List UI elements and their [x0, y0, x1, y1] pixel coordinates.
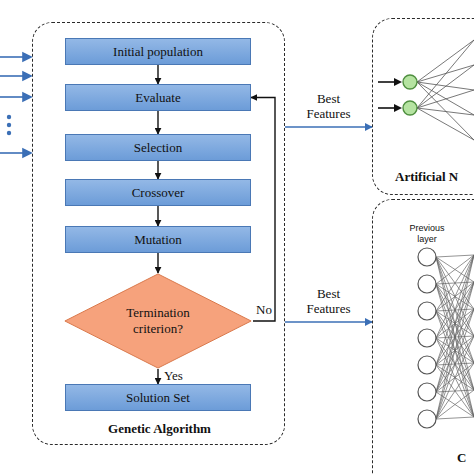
edge-label: No	[255, 303, 273, 318]
diamond-outline	[65, 274, 251, 368]
cnn-illustration	[418, 248, 474, 428]
connector-arrow	[157, 253, 158, 273]
process-box: Crossover	[65, 179, 251, 206]
connector-arrow	[157, 206, 158, 226]
network-link	[436, 390, 474, 419]
process-box: Mutation	[65, 226, 251, 253]
edge-label: Yes	[163, 369, 184, 384]
network-link	[417, 82, 474, 140]
network-link	[417, 65, 474, 108]
network-link	[436, 363, 474, 419]
process-box: Selection	[65, 134, 251, 161]
connector-arrow	[157, 161, 158, 179]
layer-caption: Previous layer	[405, 223, 449, 244]
network-link	[436, 282, 474, 419]
edge-label: Best Features	[297, 92, 361, 122]
connector-arrow	[157, 369, 158, 384]
network-link	[417, 40, 474, 108]
layer-neuron	[418, 410, 436, 428]
connector-arrow	[285, 126, 372, 128]
network-link	[417, 90, 474, 108]
input-arrows	[0, 53, 31, 157]
layer-neuron	[418, 356, 436, 374]
network-link	[436, 255, 474, 257]
connector-arrow	[285, 321, 372, 323]
box-label: Evaluate	[135, 90, 180, 106]
layer-neuron	[418, 275, 436, 293]
input-neuron	[403, 101, 417, 115]
network-link	[436, 309, 474, 419]
process-box: Evaluate	[65, 84, 251, 111]
decision-diamond: Termination criterion?	[63, 273, 253, 369]
ann-illustration	[378, 40, 474, 140]
box-label: Mutation	[134, 232, 182, 248]
network-link	[417, 108, 474, 115]
group-title: C	[457, 450, 466, 466]
box-label: Crossover	[132, 185, 185, 201]
network-link	[436, 336, 474, 419]
network-link	[436, 417, 474, 419]
connector-arrow	[251, 98, 275, 322]
network-link	[436, 255, 474, 419]
connector-arrow	[157, 65, 158, 84]
layer-neuron	[418, 248, 436, 266]
layer-neuron	[418, 383, 436, 401]
box-label: Termination criterion?	[110, 305, 206, 338]
process-box: Initial population	[65, 38, 251, 65]
box-label: Initial population	[113, 44, 203, 60]
group-title: Artificial N	[395, 169, 458, 185]
group-panel: Artificial N	[372, 18, 474, 195]
input-neuron	[403, 75, 417, 89]
edge-label: Best Features	[297, 287, 361, 317]
layer-neuron	[418, 302, 436, 320]
group-panel: Genetic Algorithm Initial populationEvalu…	[32, 22, 285, 445]
process-box: Solution Set	[65, 384, 251, 411]
layer-neuron	[418, 329, 436, 347]
group-title: Genetic Algorithm	[33, 421, 286, 437]
network-link	[417, 40, 474, 82]
ellipsis-dots	[7, 115, 11, 135]
connector-arrow	[157, 111, 158, 134]
box-label: Solution Set	[126, 390, 190, 406]
box-label: Selection	[134, 140, 182, 156]
network-link	[417, 108, 474, 140]
